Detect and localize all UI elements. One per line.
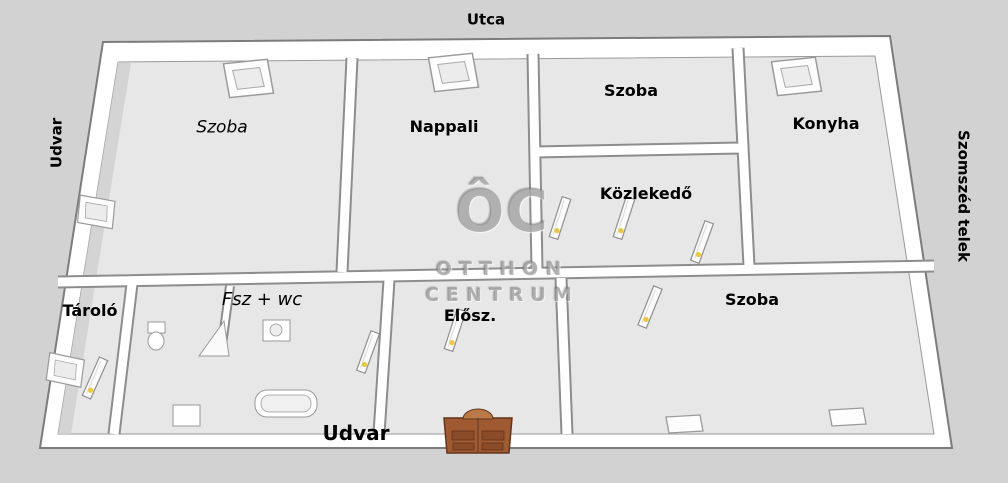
- label-yard-bottom: Udvar: [322, 421, 390, 445]
- label-street: Utca: [466, 10, 506, 29]
- left-wall-inner-face: [58, 62, 131, 434]
- bathroom-fixtures: [147, 285, 318, 427]
- window-icon: [427, 52, 480, 93]
- window-icon: [770, 56, 823, 97]
- room-label-fsz-wc: Fsz + wc: [221, 289, 303, 310]
- interior-walls: [57, 47, 935, 435]
- room-label-konyha: Konyha: [792, 114, 860, 133]
- toilet-tank: [147, 321, 166, 334]
- window-icon: [222, 58, 275, 99]
- room-label-eloszoba: Elősz.: [443, 306, 497, 325]
- window-icon: [665, 414, 704, 434]
- window-icon: [828, 407, 867, 427]
- toilet-bowl: [147, 331, 165, 351]
- entrance-door: [443, 408, 513, 454]
- room-label-kozlekedo: Közlekedő: [599, 184, 693, 203]
- room-label-szoba-2: Szoba: [603, 81, 659, 100]
- room-label-nappali: Nappali: [409, 117, 479, 136]
- label-neighbor-plot: Szomszéd telek: [954, 130, 973, 262]
- room-label-szoba-3: Szoba: [724, 290, 780, 309]
- room-label-tarolo: Tároló: [62, 301, 118, 320]
- washer: [172, 404, 201, 427]
- room-label-szoba-1: Szoba: [196, 117, 248, 138]
- label-yard-left: Udvar: [47, 117, 66, 169]
- open-door-leaf: [198, 319, 230, 357]
- floor: [57, 55, 935, 435]
- building: [38, 34, 954, 449]
